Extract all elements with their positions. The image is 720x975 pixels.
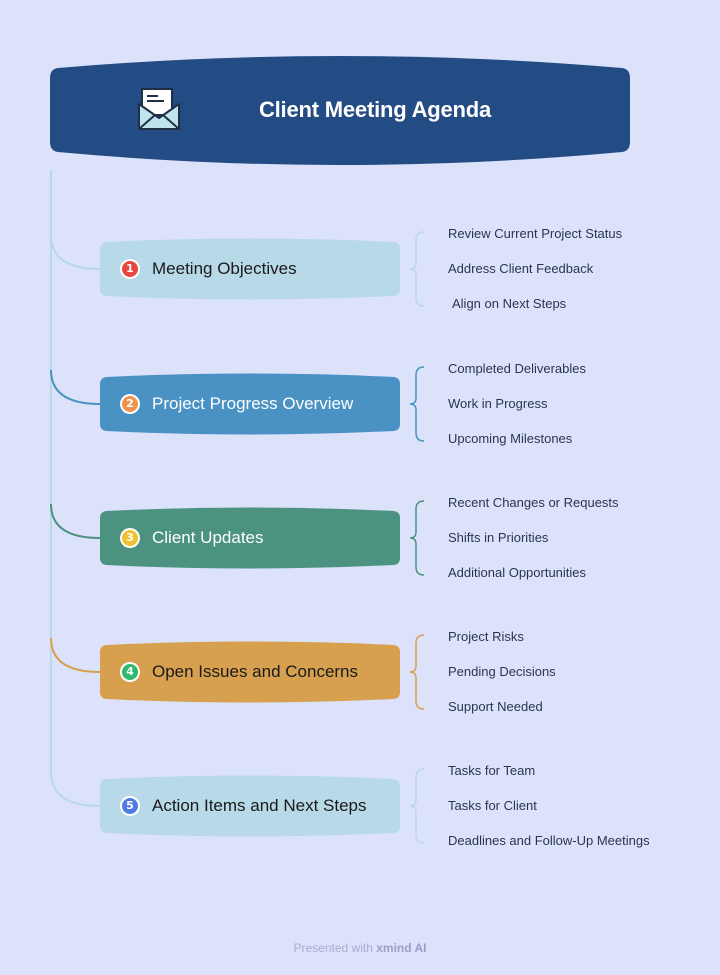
footer-credit: Presented with xmind AI: [0, 941, 720, 955]
subtopic-item[interactable]: Align on Next Steps: [452, 296, 567, 311]
subtopic-item[interactable]: Upcoming Milestones: [448, 431, 573, 446]
subtopic-item[interactable]: Review Current Project Status: [448, 226, 623, 241]
topic-label: Meeting Objectives: [152, 259, 297, 278]
topic-label: Client Updates: [152, 528, 264, 547]
number-badge-text: 4: [122, 664, 138, 680]
topic-shape: [100, 238, 400, 300]
subtopic-brace: [409, 366, 425, 442]
subtopic-item[interactable]: Work in Progress: [448, 396, 548, 411]
footer-brand: xmind AI: [376, 941, 427, 955]
subtopic-item[interactable]: Additional Opportunities: [448, 565, 587, 580]
number-badge: 3: [120, 528, 140, 548]
envelope-letter-icon: [138, 88, 180, 130]
central-topic[interactable]: Client Meeting Agenda: [50, 50, 630, 170]
subtopic-item[interactable]: Completed Deliverables: [448, 361, 587, 376]
branch-line: [50, 234, 101, 270]
number-badge-text: 3: [122, 530, 138, 546]
footer-prefix: Presented with: [293, 941, 377, 955]
number-badge-text: 5: [122, 798, 138, 814]
branch-line: [50, 369, 101, 405]
main-topic-1[interactable]: 1 Meeting Objectives: [100, 238, 400, 300]
subtopic-item[interactable]: Address Client Feedback: [448, 261, 594, 276]
topic-shape: [100, 507, 400, 569]
central-topic-shape: [50, 56, 630, 165]
branch-line: [50, 771, 101, 807]
topic-shape: [100, 373, 400, 435]
topic-label: Action Items and Next Steps: [152, 796, 367, 815]
main-topic-3[interactable]: 3 Client Updates: [100, 507, 400, 569]
number-badge: 2: [120, 394, 140, 414]
subtopic-brace: [409, 634, 425, 710]
branch-line: [50, 637, 101, 673]
branch-line: [50, 503, 101, 539]
subtopic-item[interactable]: Recent Changes or Requests: [448, 495, 619, 510]
topic-shape: [100, 775, 400, 837]
number-badge-text: 2: [122, 396, 138, 412]
topic-label: Open Issues and Concerns: [152, 662, 359, 681]
subtopic-item[interactable]: Shifts in Priorities: [448, 530, 549, 545]
subtopic-item[interactable]: Support Needed: [448, 699, 543, 714]
topic-label: Project Progress Overview: [152, 394, 354, 413]
number-badge: 1: [120, 259, 140, 279]
subtopic-brace: [409, 500, 425, 576]
subtopic-brace: [409, 768, 425, 844]
main-topic-5[interactable]: 5 Action Items and Next Steps: [100, 775, 400, 837]
subtopic-item[interactable]: Tasks for Team: [448, 763, 536, 778]
subtopic-item[interactable]: Project Risks: [448, 629, 524, 644]
subtopic-item[interactable]: Pending Decisions: [448, 664, 556, 679]
number-badge-text: 1: [122, 261, 138, 277]
subtopic-item[interactable]: Deadlines and Follow-Up Meetings: [448, 833, 650, 848]
subtopic-item[interactable]: Tasks for Client: [448, 798, 537, 813]
central-topic-title: Client Meeting Agenda: [258, 97, 492, 122]
main-topic-4[interactable]: 4 Open Issues and Concerns: [100, 641, 400, 703]
topic-shape: [100, 641, 400, 703]
subtopic-brace: [409, 231, 425, 307]
number-badge: 5: [120, 796, 140, 816]
main-topic-2[interactable]: 2 Project Progress Overview: [100, 373, 400, 435]
number-badge: 4: [120, 662, 140, 682]
